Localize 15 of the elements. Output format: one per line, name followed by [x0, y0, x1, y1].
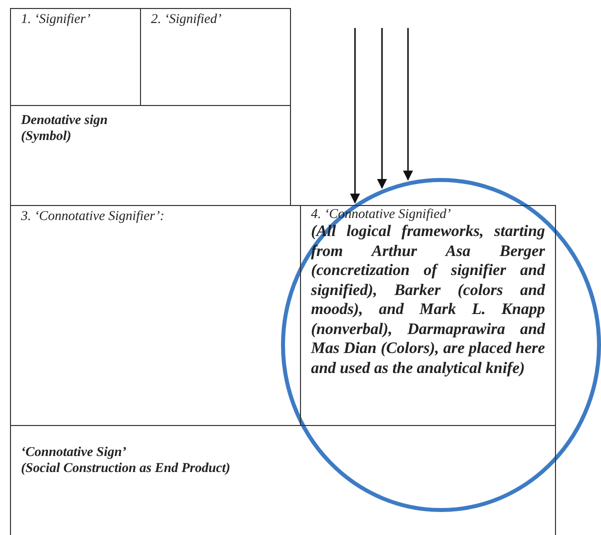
table-cell — [10, 425, 556, 535]
table-cell — [10, 205, 301, 426]
table-cell — [140, 8, 291, 106]
cell-heading: ‘Connotative Sign’ — [21, 444, 128, 460]
arrow — [377, 28, 387, 189]
cell-heading: 3. ‘Connotative Signifier’: — [21, 208, 166, 224]
arrow — [350, 28, 360, 204]
cell-heading: 2. ‘Signified’ — [151, 11, 222, 27]
cell-text: (Symbol) — [21, 128, 72, 144]
table-cell — [10, 105, 291, 206]
arrow — [403, 28, 413, 181]
cell-heading: Denotative sign — [21, 112, 109, 128]
table-cell — [10, 8, 141, 106]
cell-text: (Social Construction as End Product) — [21, 460, 232, 476]
cell-heading: 1. ‘Signifier’ — [21, 11, 92, 27]
